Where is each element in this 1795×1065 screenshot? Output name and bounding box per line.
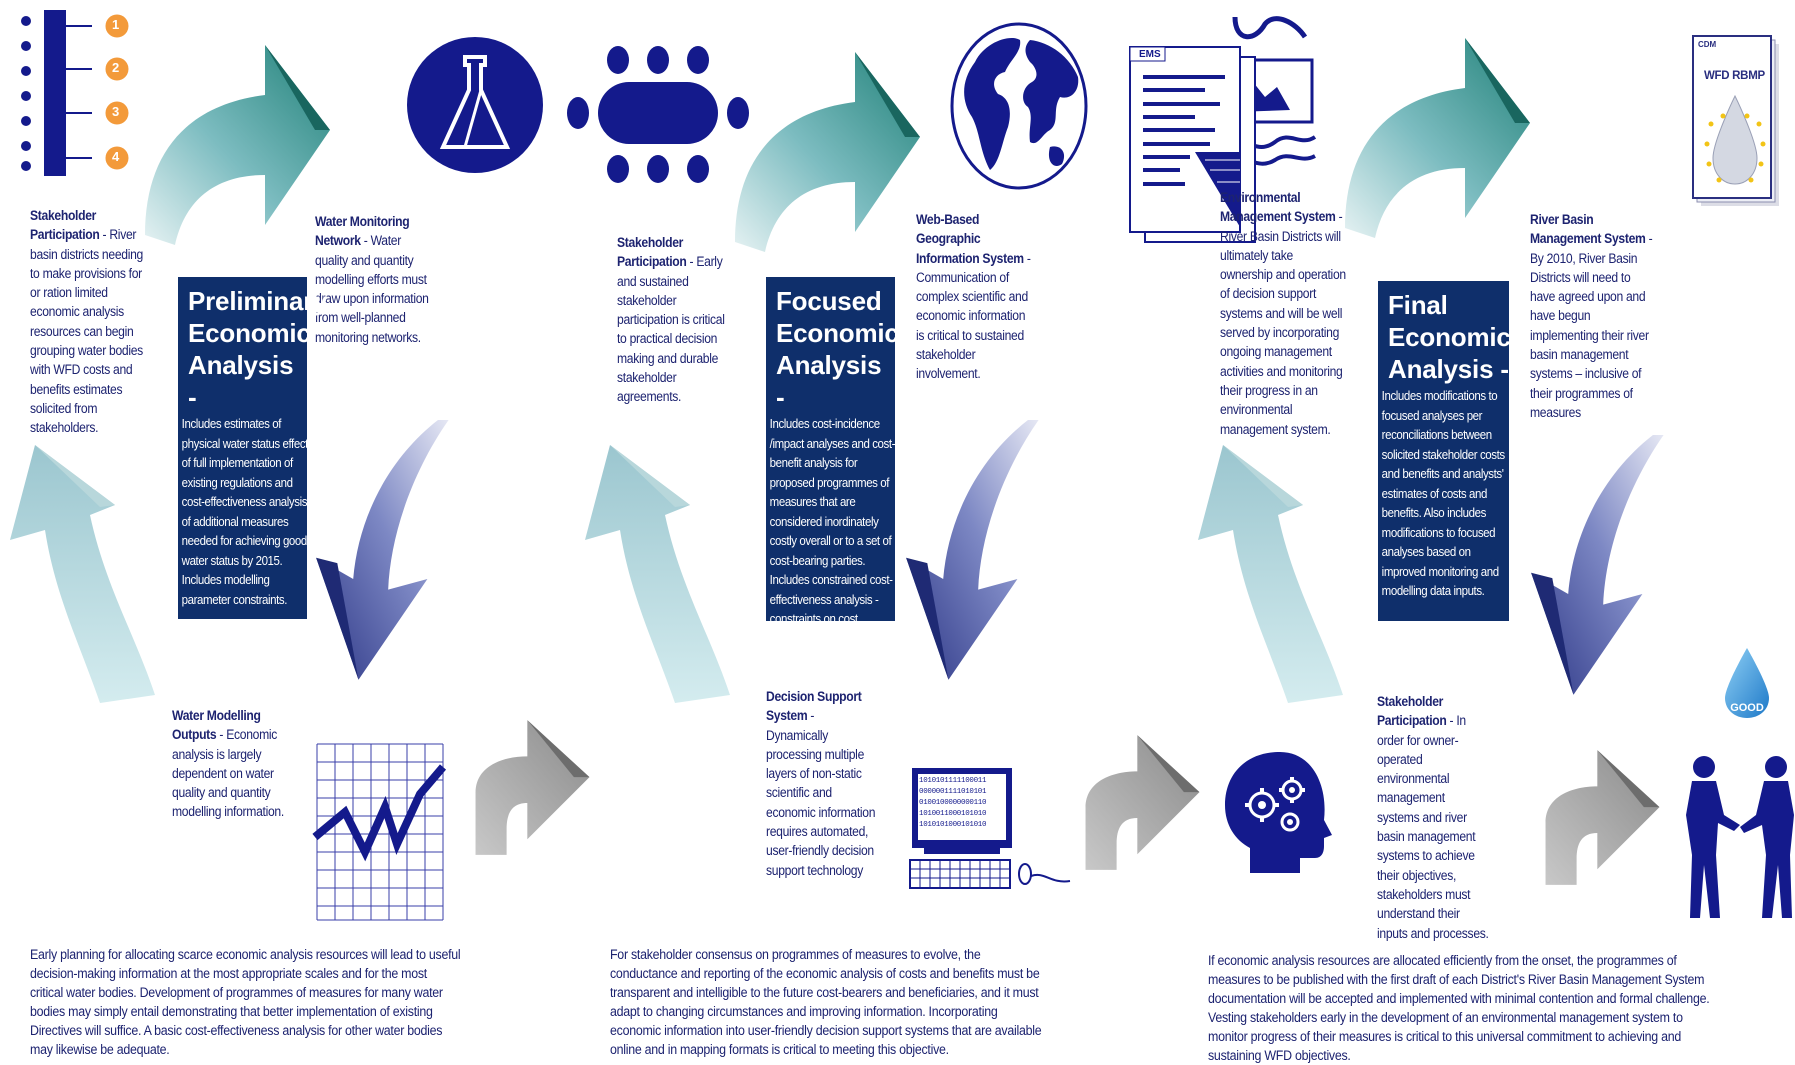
ems-document-icon xyxy=(1129,16,1317,243)
brain-gears-icon xyxy=(1225,752,1332,873)
light-arrow-1 xyxy=(10,445,155,703)
final-box-text: Includes modifications to focused analys… xyxy=(1381,389,1505,598)
ems-doc-label: EMS xyxy=(1139,49,1161,60)
grey-arrow-2 xyxy=(1085,735,1200,870)
decision-support-system: Decision Support System - Dynamically pr… xyxy=(766,689,876,878)
focused-economic-analysis-box: Focused Economic Analysis - Includes cos… xyxy=(766,277,899,646)
step-number-3: 3 xyxy=(112,104,120,119)
purple-arrow-1 xyxy=(316,420,449,680)
teal-arrow-3 xyxy=(1345,38,1530,238)
river-basin-management-system: River Basin Management System - By 2010,… xyxy=(1530,212,1653,420)
purple-arrow-3 xyxy=(1531,435,1664,695)
rbmp-book-icon xyxy=(1692,35,1779,206)
teal-arrow-2 xyxy=(735,52,920,252)
step-number-2: 2 xyxy=(112,60,120,75)
water-modelling-outputs: Water Modelling Outputs - Economic analy… xyxy=(172,708,284,820)
preliminary-economic-analysis-box: Preliminary Economic Analysis - Includes… xyxy=(178,277,328,619)
stakeholder-participation-3: Stakeholder Participation - In order for… xyxy=(1377,694,1489,941)
globe-icon xyxy=(950,22,1088,190)
light-arrow-3 xyxy=(1198,445,1343,703)
grey-arrow-1 xyxy=(475,720,590,855)
final-economic-analysis-box: Final Economic Analysis - Includes modif… xyxy=(1378,281,1511,621)
grey-arrow-3 xyxy=(1545,750,1660,885)
purple-arrow-2 xyxy=(906,420,1039,680)
preliminary-box-title: Preliminary Economic Analysis - xyxy=(188,286,328,412)
stakeholder-list-icon xyxy=(21,10,130,176)
light-arrow-2 xyxy=(585,445,730,703)
step-number-4: 4 xyxy=(112,149,120,164)
bottom-text-2: For stakeholder consensus on programmes … xyxy=(610,947,1042,1057)
good-label: GOOD xyxy=(1730,702,1764,714)
teal-arrow-1 xyxy=(145,45,330,245)
cdm-label: CDM xyxy=(1698,40,1717,49)
bottom-text-1: Early planning for allocating scarce eco… xyxy=(30,947,461,1057)
good-drop-icon xyxy=(1725,648,1769,718)
chart-icon xyxy=(312,743,447,921)
step-number-1: 1 xyxy=(112,17,120,32)
focused-box-text: Includes cost-incidence /impact analyses… xyxy=(769,417,896,646)
focused-box-title: Focused Economic Analysis - xyxy=(776,286,899,412)
web-based-gis: Web-Based Geographic Information System … xyxy=(916,212,1031,382)
meeting-table-icon xyxy=(567,46,749,183)
stakeholder-participation-1: Stakeholder Participation - River basin … xyxy=(30,208,143,436)
stakeholder-participation-2: Stakeholder Participation - Early and su… xyxy=(617,235,725,405)
final-box-title: Final Economic Analysis - xyxy=(1388,290,1511,384)
preliminary-box-text: Includes estimates of physical water sta… xyxy=(181,417,314,607)
computer-icon xyxy=(909,768,1071,889)
handshake-icon xyxy=(1686,756,1794,918)
water-monitoring-network: Water Monitoring Network - Water quality… xyxy=(315,214,429,345)
bottom-text-3: If economic analysis resources are alloc… xyxy=(1208,953,1710,1063)
flask-icon xyxy=(407,37,543,173)
environmental-management-system: Environmental Management System - River … xyxy=(1220,190,1346,437)
rbmp-label: WFD RBMP xyxy=(1704,70,1765,82)
